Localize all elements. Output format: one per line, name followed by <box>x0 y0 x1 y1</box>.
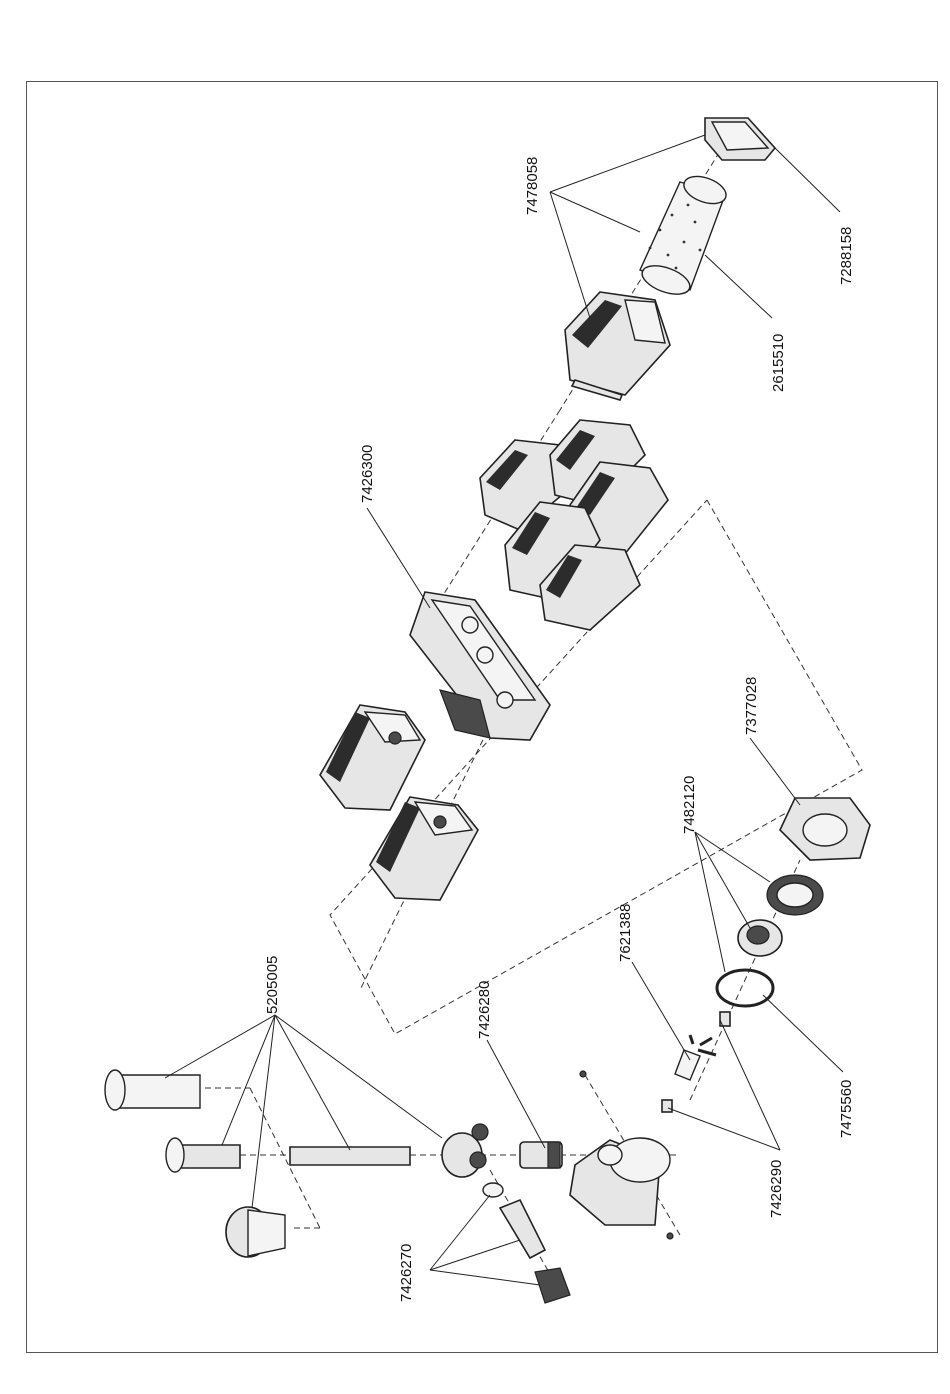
bearing-cap-part <box>738 920 782 956</box>
label-7426280: 7426280 <box>476 981 493 1039</box>
label-7621388: 7621388 <box>617 904 634 962</box>
filter-module-cluster <box>480 420 668 630</box>
hose-adapter-parts <box>483 1183 570 1303</box>
housing-clip-part <box>780 798 870 860</box>
label-7478058: 7478058 <box>524 157 541 215</box>
label-7475560: 7475560 <box>838 1080 855 1138</box>
impeller-rotor-part <box>662 1012 730 1112</box>
o-ring-part <box>717 970 773 1006</box>
end-cap-part <box>705 118 775 160</box>
label-5205005: 5205005 <box>264 956 281 1014</box>
label-7482120: 7482120 <box>681 776 698 834</box>
distribution-valve-part <box>442 1124 488 1177</box>
filter-module-left-a <box>320 705 425 810</box>
seal-ring-part <box>767 875 823 915</box>
filter-module-left-b <box>370 797 478 900</box>
foam-filter-part <box>638 171 729 300</box>
label-7288158: 7288158 <box>838 227 855 285</box>
label-2615510: 2615510 <box>770 334 787 392</box>
label-7426270: 7426270 <box>398 1244 415 1302</box>
label-7377028: 7377028 <box>743 677 760 735</box>
filter-tray-part <box>410 592 550 740</box>
connector-part <box>520 1142 562 1168</box>
label-7426300: 7426300 <box>359 445 376 503</box>
filter-module-top <box>565 292 670 400</box>
label-7426290: 7426290 <box>768 1160 785 1218</box>
